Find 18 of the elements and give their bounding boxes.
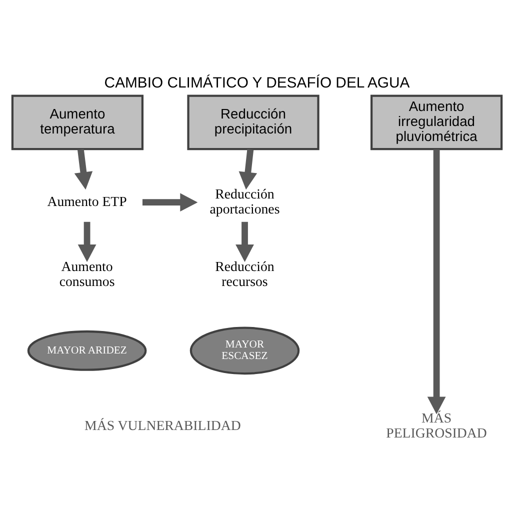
node-text: Reducción aportaciones [210, 186, 280, 216]
arrow [74, 148, 93, 190]
node-box: Aumento temperatura [11, 94, 144, 150]
node-ellipse: MAYOR ARIDEZ [27, 330, 147, 370]
node-text: Reducción recursos [215, 258, 274, 288]
arrow [236, 221, 254, 262]
node-ellipse: MAYOR ESCASEZ [190, 326, 300, 374]
node-text: Aumento ETP [47, 193, 127, 208]
node-text: MÁS PELIGROSIDAD [386, 410, 487, 440]
diagram-title: CAMBIO CLIMÁTICO Y DESAFÍO DEL AGUA [104, 74, 410, 91]
arrow [427, 148, 446, 414]
node-text: Aumento consumos [59, 258, 115, 288]
arrow [238, 148, 258, 190]
label: MÁS VULNERABILIDAD [84, 418, 241, 433]
node-box: Aumento irregularidad pluviométrica [370, 94, 503, 150]
arrow [78, 221, 96, 262]
arrow [142, 192, 198, 212]
node-box: Reducción precipitación [187, 94, 320, 150]
